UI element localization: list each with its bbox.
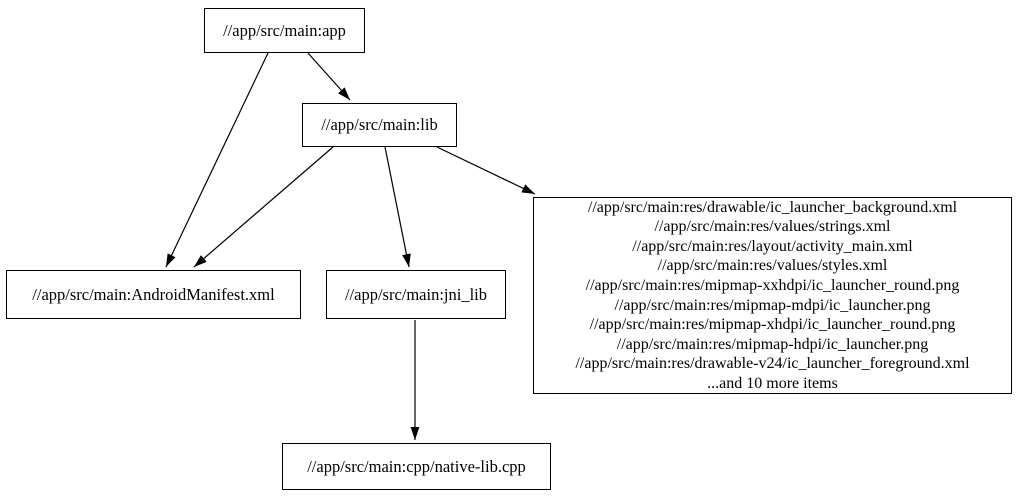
res-more-items-label: ...and 10 more items [707, 374, 838, 392]
res-file-item: //app/src/main:res/values/strings.xml [654, 218, 891, 236]
res-file-item: //app/src/main:res/drawable/ic_launcher_… [587, 198, 958, 216]
res-file-item: //app/src/main:res/mipmap-mdpi/ic_launch… [614, 296, 931, 314]
graph-node-android-manifest-label: //app/src/main:AndroidManifest.xml [32, 284, 275, 304]
graph-node-lib-label: //app/src/main:lib [321, 115, 438, 135]
res-file-item: //app/src/main:res/mipmap-xxhdpi/ic_laun… [585, 276, 960, 294]
edge-app-to-manifest [165, 52, 269, 268]
res-file-item: //app/src/main:res/drawable-v24/ic_launc… [575, 355, 970, 373]
graph-node-lib: //app/src/main:lib [302, 103, 457, 147]
res-file-item: //app/src/main:res/mipmap-xhdpi/ic_launc… [589, 316, 956, 334]
graph-node-android-manifest: //app/src/main:AndroidManifest.xml [6, 270, 301, 319]
edge-lib-to-manifest [193, 146, 334, 268]
graph-node-native-lib-cpp: //app/src/main:cpp/native-lib.cpp [282, 443, 551, 490]
graph-node-app: //app/src/main:app [204, 8, 365, 53]
graph-node-native-lib-cpp-label: //app/src/main:cpp/native-lib.cpp [307, 456, 526, 476]
graph-node-jni-lib: //app/src/main:jni_lib [326, 270, 506, 319]
res-file-item: //app/src/main:res/mipmap-hdpi/ic_launch… [616, 335, 929, 353]
edge-lib-to-res [436, 146, 536, 195]
graph-node-res-files: //app/src/main:res/drawable/ic_launcher_… [533, 197, 1012, 394]
res-file-item: //app/src/main:res/values/styles.xml [657, 257, 888, 275]
graph-node-jni-lib-label: //app/src/main:jni_lib [344, 284, 488, 304]
graph-node-app-label: //app/src/main:app [223, 20, 346, 40]
edge-lib-to-jni-lib [384, 146, 411, 268]
res-file-item: //app/src/main:res/layout/activity_main.… [632, 237, 913, 255]
edge-app-to-lib [307, 52, 351, 101]
